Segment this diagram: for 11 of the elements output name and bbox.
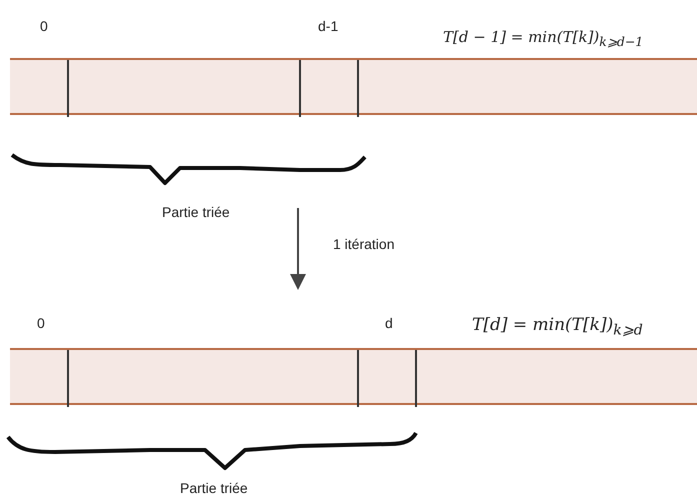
formula: T[d] = min(T[k])$_{k⩾d}$ bbox=[472, 315, 643, 338]
array-bar bbox=[10, 58, 697, 115]
formula: T[d − 1] = min(T[k])$_{k⩾d−1}$ bbox=[443, 28, 644, 49]
array-bar bbox=[10, 348, 697, 405]
caption: Partie triée bbox=[180, 480, 248, 496]
caption: Partie triée bbox=[162, 204, 230, 220]
index-label: d bbox=[385, 315, 393, 331]
index-label: d-1 bbox=[318, 18, 338, 34]
index-label: 0 bbox=[37, 315, 45, 331]
iteration-label: 1 itération bbox=[333, 236, 394, 252]
index-label: 0 bbox=[40, 18, 48, 34]
